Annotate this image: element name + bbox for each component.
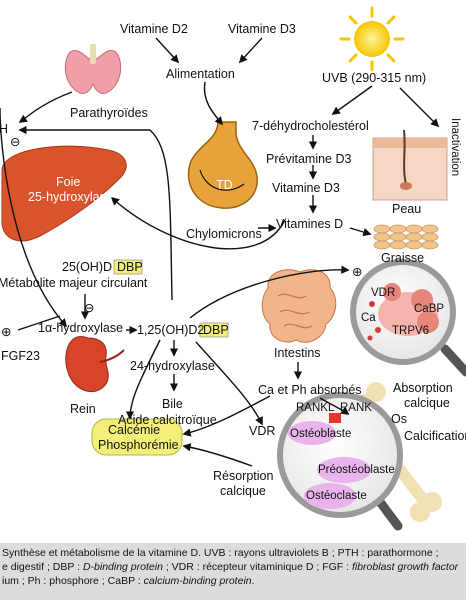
vitamin-d3-top-label: Vitamine D3 xyxy=(228,22,296,36)
minus-sign-2: ⊖ xyxy=(84,301,94,315)
pth-label: PTH xyxy=(0,122,8,136)
previtamine-label: Prévitamine D3 xyxy=(266,152,351,166)
fgf23-label: FGF23 xyxy=(1,349,40,363)
liver-icon xyxy=(1,145,127,242)
vdr-bone-label: VDR xyxy=(249,424,275,438)
alimentation-label: Alimentation xyxy=(166,67,235,81)
minus-sign-1: ⊖ xyxy=(10,135,20,149)
sun-icon xyxy=(339,6,405,72)
rankl-label: RANKL xyxy=(296,402,335,414)
td-label: TD xyxy=(216,178,233,192)
vitamin-d2-label: Vitamine D2 xyxy=(120,22,188,36)
skin-label: Peau xyxy=(392,202,421,216)
skin-icon xyxy=(372,129,448,201)
ohd25-label: 25(OH)D xyxy=(62,260,112,274)
fat-label: Graisse xyxy=(381,251,424,265)
absorption-label: Absorption xyxy=(393,381,453,395)
hydroxylase-24-label: 24-hydroxylase xyxy=(130,359,215,373)
flow-arrows xyxy=(0,37,440,467)
intestine-icon xyxy=(261,269,337,343)
plus-sign-2: ⊕ xyxy=(352,265,362,279)
dihydroxy-label: 1,25(OH)D2 xyxy=(137,323,204,337)
uvb-label: UVB (290-315 nm) xyxy=(322,71,426,85)
calcique-1-label: calcique xyxy=(404,396,450,410)
dehydrocholesterol-label: 7-déhydrocholestérol xyxy=(252,119,369,133)
calcification-label: Calcification xyxy=(404,429,466,443)
intestines-label: Intestins xyxy=(274,346,321,360)
preosteoblaste-label: Préostéoblaste xyxy=(318,464,395,476)
dbp-label-1: DBP xyxy=(117,260,143,274)
calcitroic-label: Acide calcitroïque xyxy=(118,413,217,427)
caption-line-3: ium ; Ph : phosphore ; CaBP : calcium-bi… xyxy=(2,575,255,587)
os-label: Os xyxy=(391,412,407,426)
parathyroid-label: Parathyroïdes xyxy=(70,106,148,120)
metabolite-label: Métabolite majeur circulant xyxy=(0,276,148,290)
rank-label: RANK xyxy=(340,402,372,414)
vitamines-d-label: Vitamines D xyxy=(276,217,343,231)
alpha-hydroxylase-label: 1α-hydroxylase xyxy=(38,321,123,335)
caption-line-2: e digestif ; DBP : D-binding protein ; V… xyxy=(2,561,459,573)
parathyroid-icon xyxy=(64,44,122,95)
liver-label: Foie xyxy=(56,175,80,189)
fat-icon xyxy=(373,224,439,250)
inactivation-label: Inactivation xyxy=(449,118,461,176)
magnifier-absorption xyxy=(350,259,466,377)
calcemie-label: Calcémie xyxy=(108,423,160,437)
dbp-box-2 xyxy=(199,322,229,338)
kidney-icon xyxy=(65,336,125,393)
resorption-label: Résorption xyxy=(213,469,273,483)
calcemie-box xyxy=(91,418,183,456)
ca-ph-label: Ca et Ph absorbés xyxy=(258,383,362,397)
hydroxylase-25-label: 25-hydroxylase xyxy=(28,190,113,204)
figure-caption: Synthèse et métabolisme de la vitamine D… xyxy=(0,543,466,600)
dbp-label-2: DBP xyxy=(203,323,229,337)
dbp-box-1 xyxy=(113,259,143,275)
cabp-label: CaBP xyxy=(414,303,444,315)
magnifier-bone xyxy=(277,392,403,531)
stomach-icon xyxy=(187,121,258,209)
osteoblaste-label: Ostéoblaste xyxy=(290,428,351,440)
trpv6-label: TRPV6 xyxy=(392,325,429,337)
ca-label: Ca xyxy=(361,312,376,324)
vitamin-d3-mid-label: Vitamine D3 xyxy=(272,181,340,195)
vdr-intestine-label: VDR xyxy=(371,287,395,299)
plus-sign-1: ⊕ xyxy=(1,325,11,339)
osteoclaste-label: Ostéoclaste xyxy=(306,490,367,502)
phosphoremie-label: Phosphorémie xyxy=(98,438,179,452)
calcique-2-label: calcique xyxy=(220,484,266,498)
bile-label: Bile xyxy=(162,397,183,411)
kidney-label: Rein xyxy=(70,402,96,416)
chylomicrons-label: Chylomicrons xyxy=(186,227,262,241)
vitamin-d-diagram: ⊕ ⊕ ⊖ ⊖ Vitamine D2 Vitamine D3 Alimenta… xyxy=(0,6,466,531)
caption-line-1: Synthèse et métabolisme de la vitamine D… xyxy=(2,547,439,559)
